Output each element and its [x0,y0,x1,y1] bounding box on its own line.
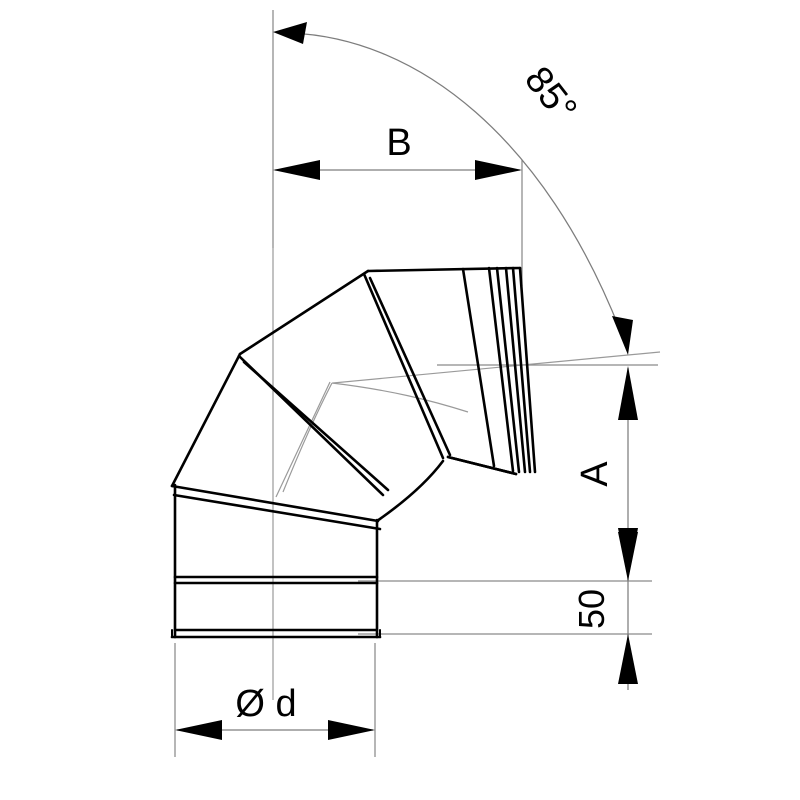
dim-b-label: B [386,122,411,164]
gore-2-left-edge [238,269,370,356]
dim-a-arrow-top [618,366,638,420]
spigot-bead-line-2 [487,266,515,473]
gore-seam-1-inner [172,493,382,531]
gore-3-seam-inner [368,276,452,457]
dim-a-label: A [574,461,616,487]
radial-line-upper [275,381,331,498]
dimension-diameter: Ø d [175,683,375,740]
dim-50-label: 50 [571,589,612,629]
dim-50-arrow-top [618,532,638,581]
gore-1-left-edge [170,352,242,488]
center-line-spigot-axis [332,351,661,384]
pipe-elbow-part [170,266,537,639]
elbow-throat-to-spigot [446,455,518,476]
dim-d-arrow-right [328,720,375,740]
dim-50-arrow-bottom [618,634,638,684]
interior-gore-arc [331,382,469,413]
spigot-bead-line-3 [495,266,521,474]
dimension-angle-85: 85° [273,22,633,355]
extension-lines [174,10,661,757]
spigot-bead-line-4 [504,266,527,474]
gore-seam-1-outer [170,484,380,523]
spigot-end-face [518,266,537,474]
gore-2-seam-outer [237,354,385,497]
elbow-throat-curve-1 [375,459,445,523]
dimension-50: 50 [571,532,638,690]
angle-arc [289,32,621,331]
gore-3-seam-outer [362,272,445,460]
spigot-bead-line-5 [511,266,532,474]
spigot-top-edge [366,266,522,273]
dim-b-arrow-left [273,160,320,180]
interior-gore-arc-2 [282,382,333,493]
dim-d-label: Ø d [235,683,296,725]
angle-label: 85° [516,59,584,130]
dim-b-arrow-right [475,160,522,180]
dim-d-arrow-left [175,720,222,740]
spigot-bead-line-1 [461,267,496,468]
angle-arrow-end [612,316,633,355]
dimension-b: B [273,122,522,180]
angle-arrow-start [273,22,307,44]
